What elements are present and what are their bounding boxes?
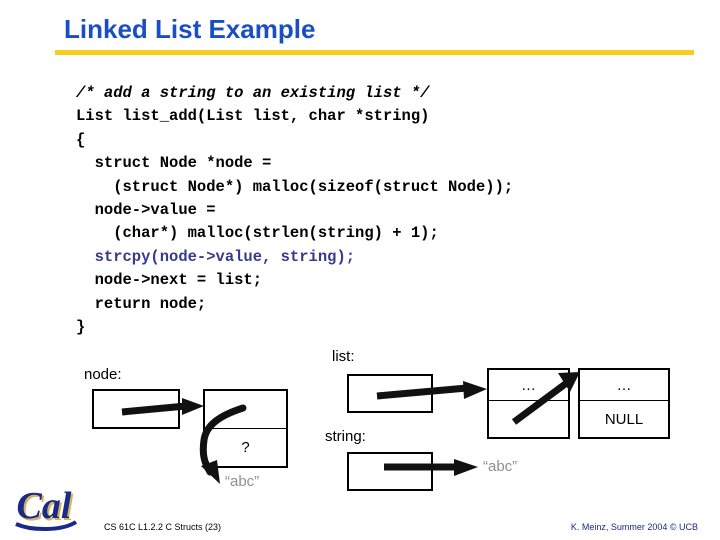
code-line: /* add a string to an existing list */ (76, 84, 430, 102)
footer-attribution: K. Meinz, Summer 2004 © UCB (570, 522, 698, 532)
cal-logo-text: Cal (17, 485, 72, 527)
node-string-literal: “abc” (225, 473, 260, 490)
list-node1-bottom-cell (487, 400, 570, 439)
code-line: } (76, 318, 86, 337)
cal-logo: Cal Cal (15, 485, 78, 532)
code-line: strcpy(node->value, string); (76, 247, 356, 266)
code-line: node->value = (76, 201, 216, 220)
code-line: { (76, 130, 86, 149)
string-pointer-box (347, 452, 433, 491)
node-struct-next-cell: ? (203, 428, 288, 468)
list-label: list: (332, 348, 355, 365)
code-line: struct Node *node = (76, 154, 272, 173)
cal-logo-shadow-text: Cal (19, 487, 74, 529)
node-label: node: (84, 366, 122, 383)
node-pointer-box (92, 389, 180, 429)
node-struct-value-cell (203, 389, 288, 429)
cal-logo-swash (15, 520, 78, 532)
code-block: /* add a string to an existing list */ Li… (76, 82, 513, 339)
title-underline-rule (55, 50, 694, 55)
list-node2-bottom-cell: NULL (578, 400, 670, 439)
string-literal: “abc” (483, 458, 518, 475)
code-line: (struct Node*) malloc(sizeof(struct Node… (76, 177, 514, 196)
footer-course-label: CS 61C L1.2.2 C Structs (23) (104, 522, 222, 532)
code-line: List list_add(List list, char *string) (76, 107, 430, 126)
string-label: string: (325, 428, 366, 445)
list-pointer-box (347, 374, 433, 413)
list-node2-top-cell: … (578, 368, 670, 401)
code-line: node->next = list; (76, 271, 263, 290)
code-line: return node; (76, 294, 207, 313)
code-line: (char*) malloc(strlen(string) + 1); (76, 224, 439, 243)
page-title: Linked List Example (64, 14, 316, 44)
list-node1-top-cell: … (487, 368, 570, 401)
